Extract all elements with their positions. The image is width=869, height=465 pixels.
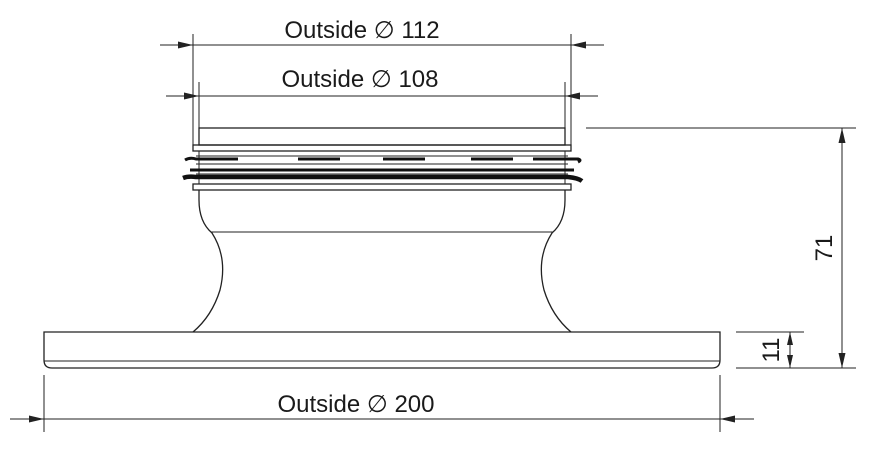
part-outline	[43, 127, 721, 369]
dimension-label-200: Outside ∅ 200	[277, 391, 434, 418]
arrow-head-right	[720, 415, 735, 423]
dimension-outside-108: Outside ∅ 108	[166, 66, 598, 128]
dimension-height-71: 71	[586, 127, 856, 369]
dimension-label-108: Outside ∅ 108	[281, 66, 438, 93]
seal-ring	[182, 151, 584, 184]
arrow-head-top	[787, 332, 793, 345]
base-flange	[43, 331, 721, 369]
dimension-thickness-11: 11	[736, 331, 804, 368]
arrow-head-left	[29, 415, 44, 423]
dimension-label-71: 71	[811, 235, 838, 262]
dimension-outside-200: Outside ∅ 200	[10, 375, 754, 432]
neck-left	[192, 190, 224, 333]
top-lip	[192, 144, 572, 152]
arrow-head-right	[571, 41, 586, 49]
arrow-head-left	[178, 41, 193, 49]
bottom-lip	[192, 183, 572, 191]
arrow-head-top	[838, 128, 846, 143]
dimension-outside-112: Outside ∅ 112	[160, 17, 604, 150]
top-cap	[198, 127, 566, 146]
arrow-head-bottom	[787, 355, 793, 368]
arrow-head-left	[184, 92, 199, 100]
neck-right	[540, 190, 572, 333]
dimension-label-11: 11	[758, 338, 785, 363]
arrow-head-bottom	[838, 353, 846, 368]
arrow-head-right	[565, 92, 580, 100]
dimension-label-112: Outside ∅ 112	[284, 17, 439, 44]
